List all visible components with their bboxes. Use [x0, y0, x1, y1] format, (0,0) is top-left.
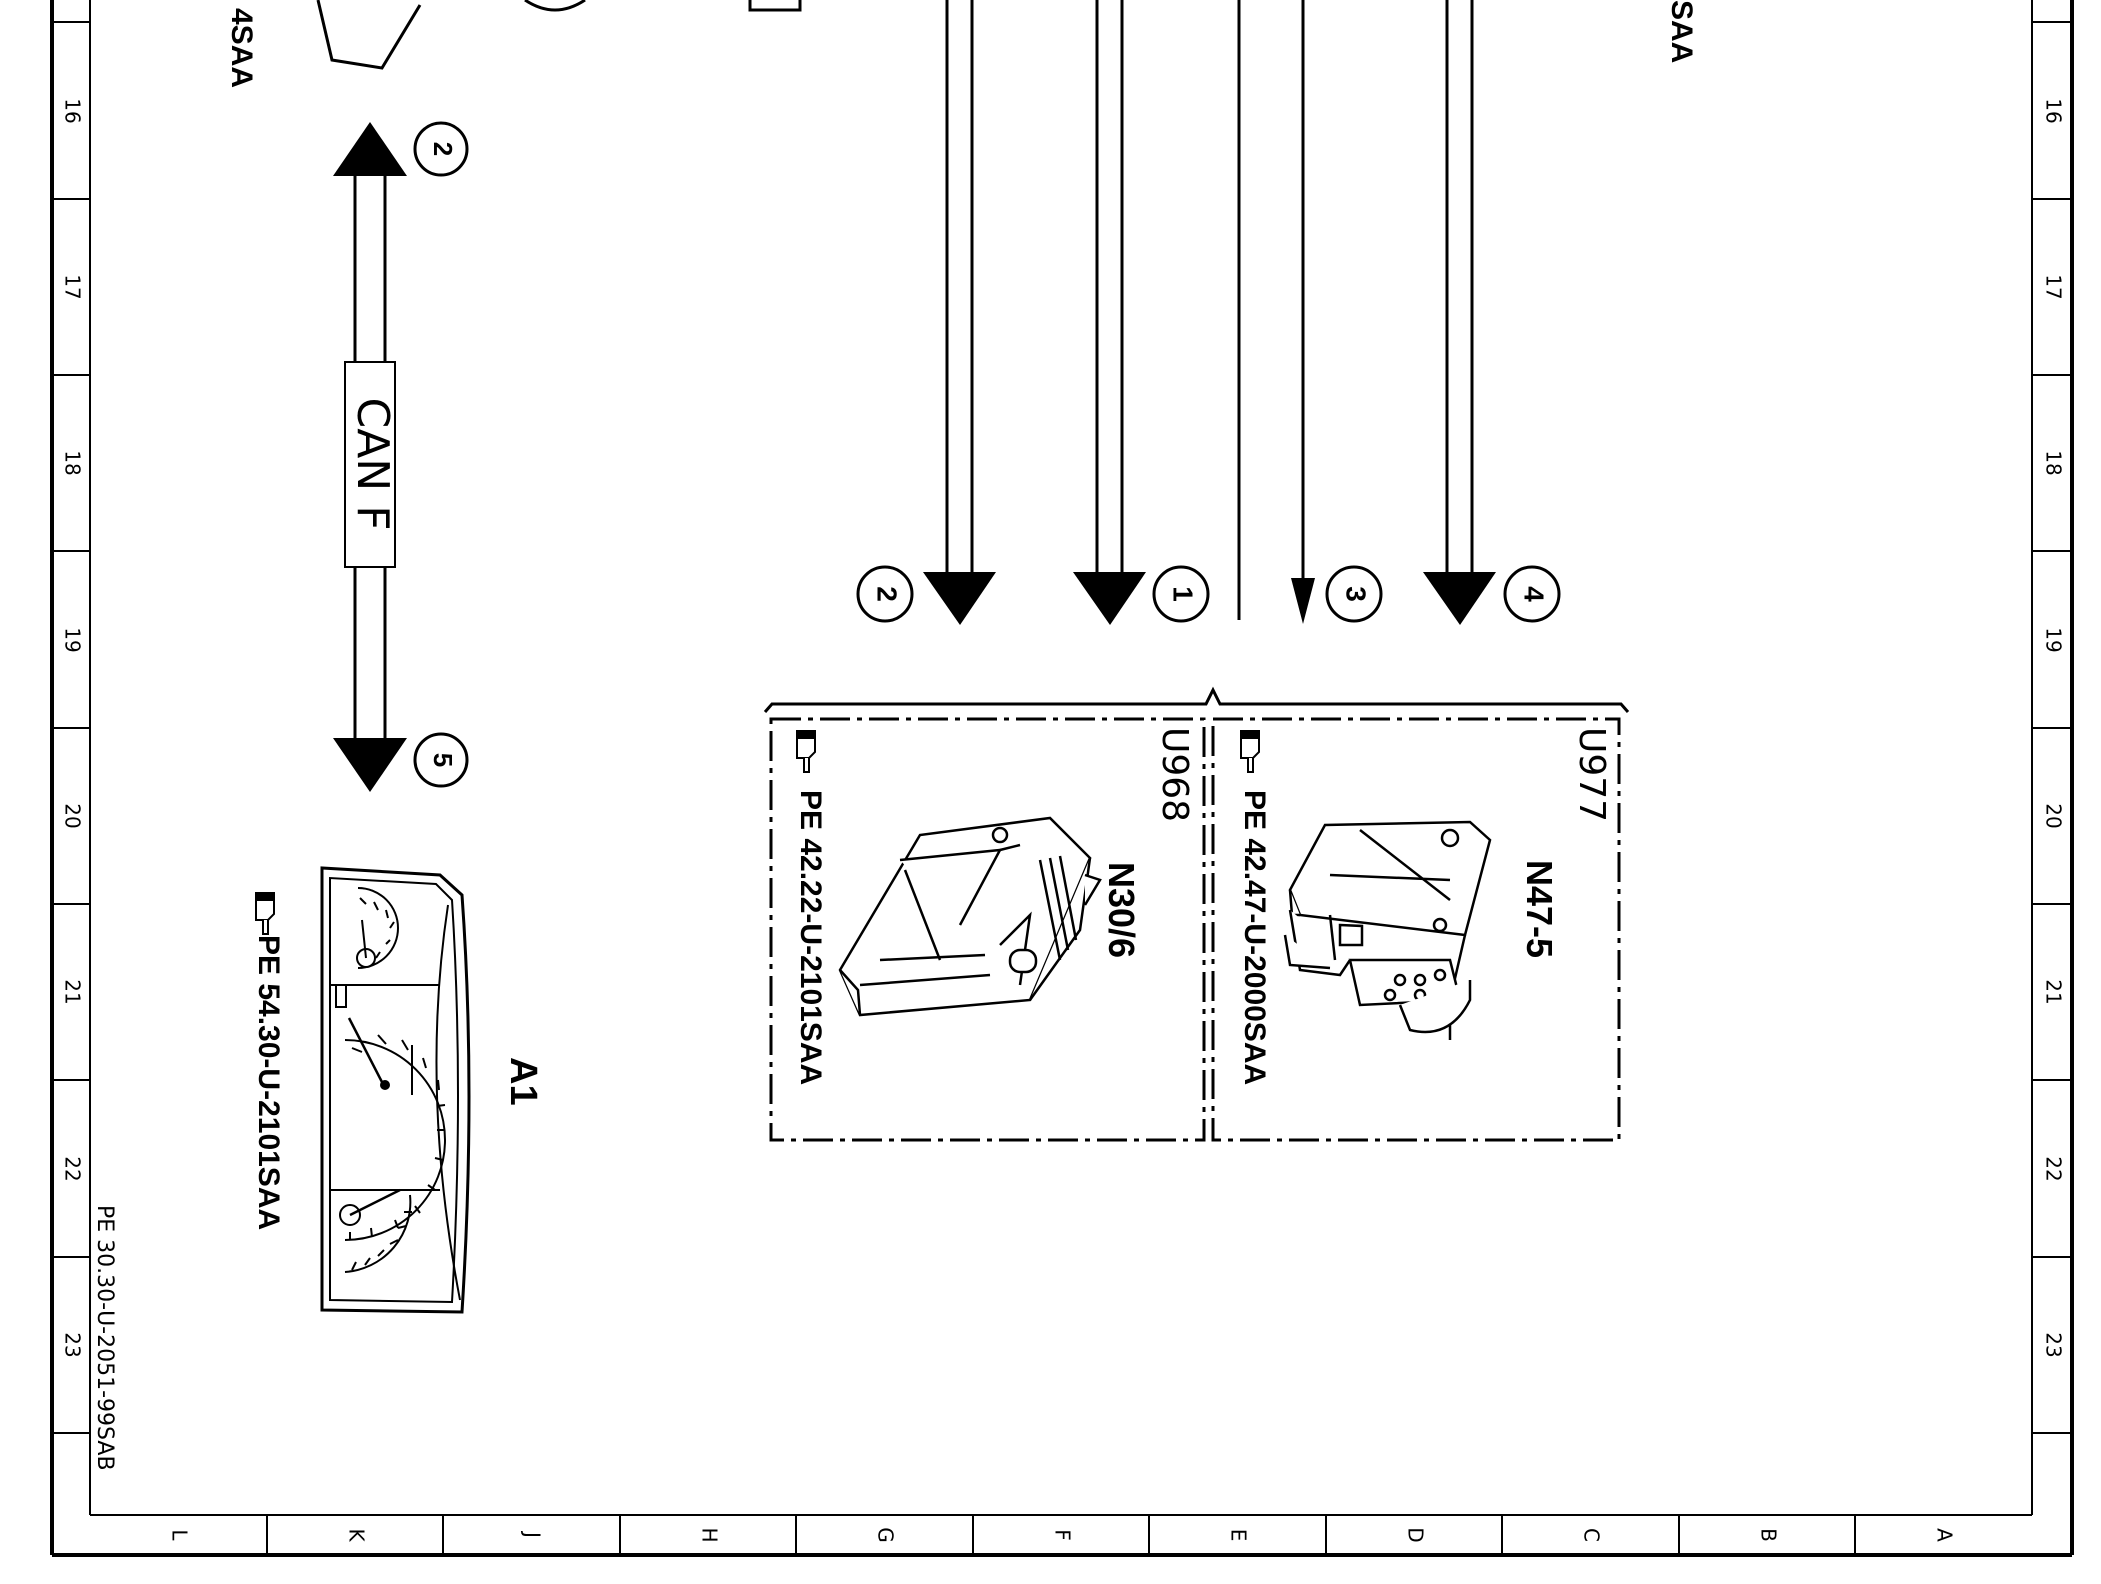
row-labels-right: 16 17 18 19 20 21 22 23	[2042, 98, 2066, 1357]
connector-number: 4	[1519, 586, 1550, 602]
column-label: E	[1227, 1529, 1251, 1542]
row-label-left: 23	[61, 1332, 85, 1357]
connector-number: 2	[872, 586, 903, 602]
sheet-frame	[50, 0, 2074, 1557]
wires	[945, 0, 1474, 620]
row-label-right: 21	[2042, 979, 2066, 1004]
module-u968-box: U968 N30/6 PE 42.22-U-2101SAA	[769, 717, 1206, 1142]
row-label-left: 20	[61, 803, 85, 828]
module-u977-box: U977 N47-5 PE 42.47-U-2000SAA	[1211, 717, 1621, 1142]
component-designation: A1	[502, 1057, 544, 1106]
component-reference: PE 42.22-U-2101SAA	[794, 790, 827, 1085]
top-fragment-left: 4SAA	[225, 8, 258, 88]
module-group-bracket	[763, 686, 1630, 713]
column-label: H	[698, 1527, 722, 1542]
column-label: C	[1580, 1528, 1604, 1542]
top-fragment-right: SAA	[1665, 0, 1698, 63]
component-designation: N30/6	[1101, 862, 1142, 958]
column-label: B	[1757, 1528, 1781, 1542]
abs-unit-drawing	[1283, 820, 1492, 1040]
column-label: F	[1051, 1529, 1075, 1541]
row-ticks	[52, 21, 2072, 1434]
row-label-right: 22	[2042, 1156, 2066, 1181]
connector-number: 2	[428, 142, 458, 156]
column-label: L	[168, 1529, 192, 1541]
top-fragments: 4SAA SAA	[225, 0, 1698, 88]
row-label-right: 19	[2042, 627, 2066, 652]
instrument-cluster-a1: A1 PE 54.30-U-2101SAA	[252, 866, 544, 1314]
row-label-left: 18	[61, 450, 85, 475]
connector-number: 1	[1168, 586, 1199, 602]
hand-pointer-icon	[1240, 730, 1260, 773]
column-ticks	[266, 1515, 1856, 1555]
connector-number: 5	[428, 753, 458, 767]
can-bus-label: CAN F	[347, 397, 398, 530]
row-label-right: 20	[2042, 803, 2066, 828]
hand-pointer-icon	[796, 730, 816, 773]
row-label-left: 16	[61, 98, 85, 123]
control-unit-drawing	[838, 816, 1102, 1017]
row-label-right: 17	[2042, 274, 2066, 299]
location-code: U968	[1154, 727, 1195, 822]
connector-badges: 2 1 3 4	[856, 565, 1561, 623]
row-label-left: 22	[61, 1156, 85, 1181]
hand-pointer-icon	[255, 892, 275, 935]
row-label-left: 21	[61, 979, 85, 1004]
row-label-right: 16	[2042, 98, 2066, 123]
row-label-right: 18	[2042, 450, 2066, 475]
component-reference: PE 54.30-U-2101SAA	[252, 935, 285, 1230]
wire-arrows	[923, 572, 1496, 625]
row-label-left: 17	[61, 274, 85, 299]
drawing-number: PE 30.30-U-2051-99SAB	[92, 1205, 117, 1471]
row-label-right: 23	[2042, 1332, 2066, 1357]
column-label: G	[874, 1527, 898, 1543]
component-reference: PE 42.47-U-2000SAA	[1238, 790, 1271, 1085]
can-f-bus: CAN F 2 5	[333, 121, 469, 792]
row-label-left: 19	[61, 627, 85, 652]
location-code: U977	[1571, 727, 1612, 822]
row-labels-left: 16 17 18 19 20 21 22 23	[61, 98, 85, 1357]
column-label: K	[345, 1528, 369, 1542]
column-label: J	[521, 1530, 545, 1538]
column-labels: L K J H G F E D C B A	[168, 1527, 1957, 1543]
column-label: A	[1933, 1528, 1957, 1542]
component-designation: N47-5	[1519, 860, 1560, 958]
connector-number: 3	[1341, 586, 1372, 602]
column-label: D	[1404, 1527, 1428, 1542]
